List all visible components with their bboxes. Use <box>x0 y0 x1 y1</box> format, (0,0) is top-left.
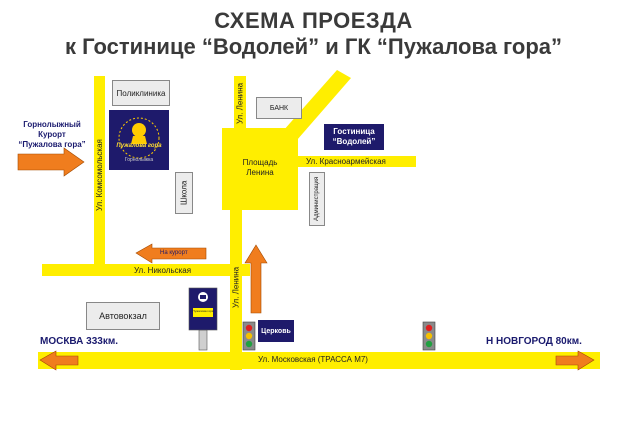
street-moskovskaya: Ул. Московская (ТРАССА М7) <box>258 355 368 364</box>
logo-text-2: гора <box>147 143 162 149</box>
bus-stop-sign <box>188 287 218 351</box>
resort-logo: Пужалова гора Горнолыжка <box>109 110 169 170</box>
arrow-to-novgorod <box>555 350 595 371</box>
school-building: Школа <box>175 172 193 214</box>
hotel-label-line1: Гостиница <box>333 127 375 136</box>
poliklinika-label: Поликлиника <box>116 88 166 98</box>
hotel-label-line2: “Водолей” <box>332 137 376 146</box>
street-komsomolskaya: Ул. Комсомольская <box>95 139 104 211</box>
bank-building: БАНК <box>256 97 302 119</box>
traffic-light-left <box>242 321 256 351</box>
administration-label: Администрация <box>314 176 320 222</box>
lenin-square <box>222 128 298 210</box>
map-subtitle: к Гостинице “Водолей” и ГК “Пужалова гор… <box>64 34 563 59</box>
street-lenina-top: Ул. Ленина <box>235 82 245 124</box>
arrow-to-moscow <box>39 350 79 371</box>
logo-subtext: Горнолыжка <box>124 157 154 163</box>
square-label: Площадь Ленина <box>222 158 298 178</box>
road-diagonal <box>283 70 351 140</box>
resort-label-line3: “Пужалова гора” <box>18 140 86 149</box>
na-kurort-label: На курорт <box>160 250 188 256</box>
resort-label-line2: Курорт <box>38 130 66 139</box>
traffic-light-right <box>422 321 436 351</box>
road-lenina-bottom <box>230 210 242 370</box>
hotel-vodoley: Гостиница “Водолей” <box>324 124 384 150</box>
bank-label: БАНК <box>269 104 289 112</box>
road-komsomolskaya <box>94 76 105 266</box>
road-krasnoarmeyskaya <box>296 156 416 167</box>
bus-station-label: Автовокзал <box>99 311 147 321</box>
street-krasnoarmeyskaya: Ул. Красноармейская <box>306 157 386 166</box>
square-label-line2: Ленина <box>246 168 274 177</box>
arrow-na-kurort <box>135 243 207 264</box>
moscow-label: МОСКВА 333км. <box>40 336 119 347</box>
square-label-line1: Площадь <box>242 158 278 167</box>
bus-sign-text: Пужалова гора <box>192 309 214 313</box>
street-nikolskaya: Ул. Никольская <box>134 266 192 275</box>
arrow-to-resort <box>17 147 85 177</box>
resort-label: Горнолыжный Курорт “Пужалова гора” <box>6 120 98 150</box>
school-label: Школа <box>179 180 189 206</box>
map-title: СХЕМА ПРОЕЗДА <box>214 8 413 33</box>
road-moskovskaya <box>38 352 600 369</box>
logo-text-1: Пужалова <box>116 143 147 149</box>
logo-text: Пужалова гора <box>115 143 163 149</box>
poliklinika-building: Поликлиника <box>112 80 170 106</box>
road-lenina-top <box>234 76 246 130</box>
church-building: Церковь <box>258 320 294 342</box>
street-lenina-bottom: Ул. Ленина <box>231 266 241 308</box>
administration-building: Администрация <box>309 172 325 226</box>
resort-label-line1: Горнолыжный <box>23 120 81 129</box>
road-nikolskaya <box>42 264 250 276</box>
arrow-up-lenina <box>244 244 268 314</box>
logo-ring-icon <box>118 117 160 159</box>
church-label: Церковь <box>261 327 291 335</box>
bus-station: Автовокзал <box>86 302 160 330</box>
novgorod-label: Н НОВГОРОД 80км. <box>486 336 582 347</box>
